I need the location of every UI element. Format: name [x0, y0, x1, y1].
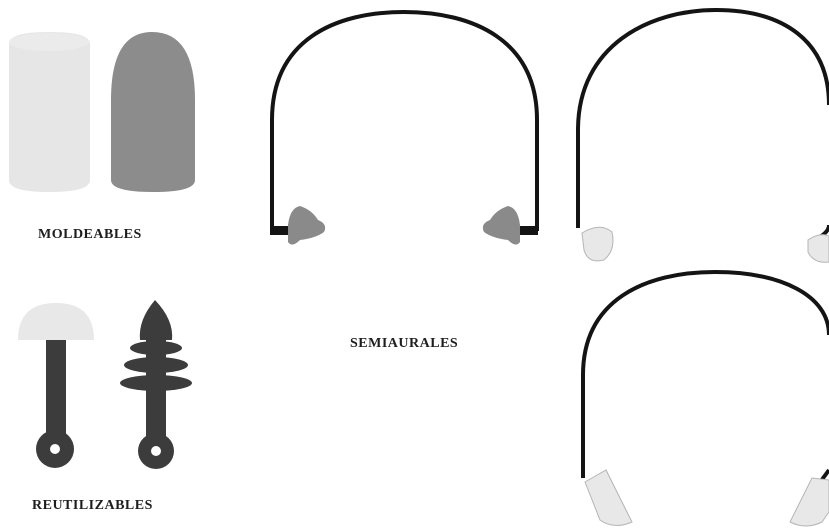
semi-aural-band-with-tips-icon	[270, 12, 538, 245]
semi-aural-band-with-pod-tips-icon	[578, 10, 829, 262]
reutilizables-label: REUTILIZABLES	[32, 498, 153, 514]
semiaurales-label: SEMIAURALES	[350, 336, 458, 352]
moldeables-label: MOLDEABLES	[38, 227, 142, 243]
bullet-foam-earplug-icon	[111, 32, 195, 192]
semi-aural-band-with-conical-tips-icon	[583, 272, 829, 526]
cylinder-foam-earplug-icon	[9, 32, 90, 192]
mushroom-reusable-earplug-icon	[18, 303, 94, 468]
flanged-reusable-earplug-icon	[120, 300, 192, 469]
